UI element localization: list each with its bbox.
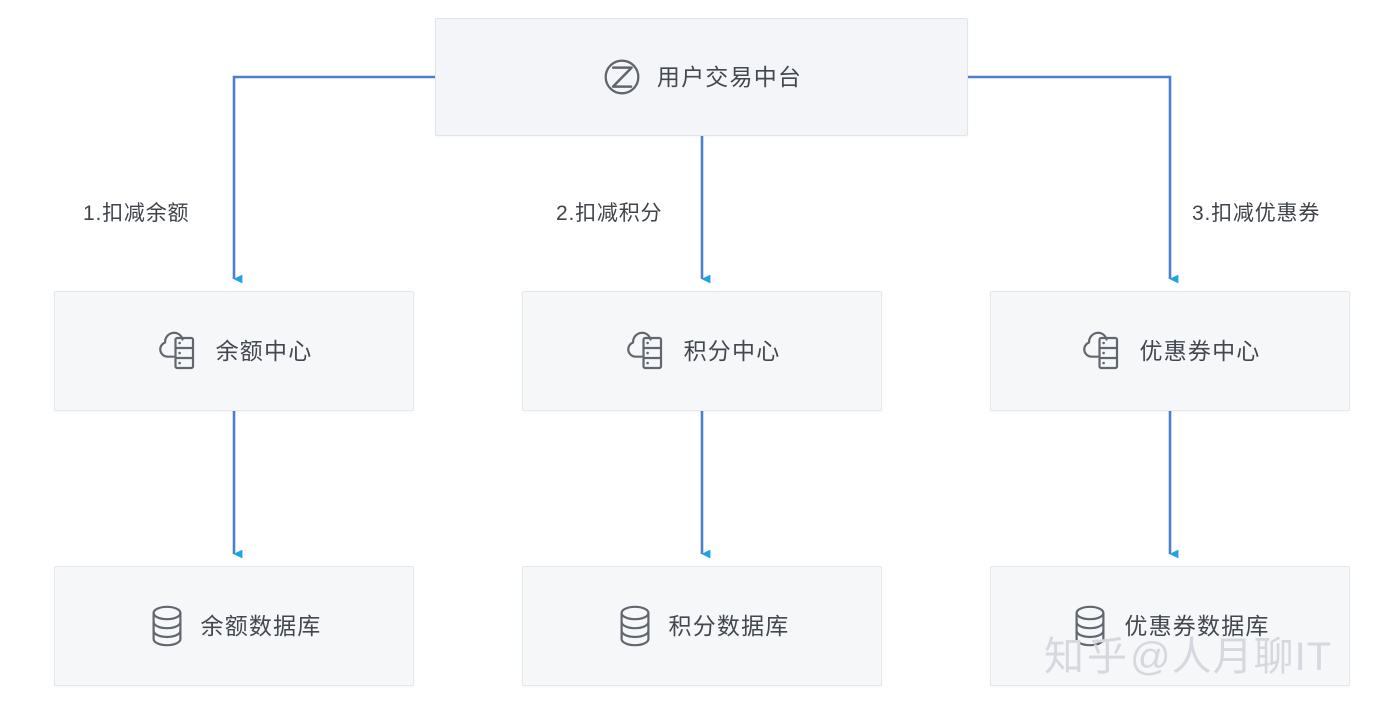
database-cylinder-icon (147, 603, 187, 649)
cloud-server-icon (1080, 329, 1126, 373)
node-label: 用户交易中台 (656, 63, 803, 90)
node-points-center[interactable]: 积分中心 (522, 291, 882, 411)
node-label: 余额中心 (215, 337, 313, 364)
watermark-site: 知乎 (1044, 635, 1130, 679)
node-label: 积分数据库 (668, 612, 790, 639)
edge-label-2: 2.扣减积分 (556, 202, 663, 225)
watermark: 知乎@人月聊IT (1044, 637, 1332, 677)
node-coupon-center[interactable]: 优惠券中心 (990, 291, 1350, 411)
node-label: 积分中心 (683, 337, 781, 364)
watermark-handle: @人月聊IT (1130, 635, 1333, 679)
edge-hub-to-balance-center (232, 75, 435, 284)
cloud-server-icon (156, 329, 202, 373)
node-coupon-database[interactable]: 优惠券数据库 (990, 566, 1350, 686)
node-balance-database[interactable]: 余额数据库 (54, 566, 414, 686)
node-label: 余额数据库 (200, 612, 322, 639)
node-trade-hub[interactable]: 用户交易中台 (435, 18, 968, 136)
database-cylinder-icon (1070, 603, 1110, 649)
database-cylinder-icon (615, 603, 655, 649)
edge-label-1: 1.扣减余额 (83, 202, 190, 225)
node-label: 优惠券中心 (1139, 337, 1261, 364)
node-label: 优惠券数据库 (1124, 612, 1270, 639)
node-balance-center[interactable]: 余额中心 (54, 291, 414, 411)
cloud-server-icon (624, 329, 670, 373)
node-points-database[interactable]: 积分数据库 (522, 566, 882, 686)
circle-z-logo-icon (601, 56, 643, 98)
edge-label-3: 3.扣减优惠券 (1192, 202, 1321, 225)
edge-hub-to-coupon-center (967, 75, 1179, 284)
